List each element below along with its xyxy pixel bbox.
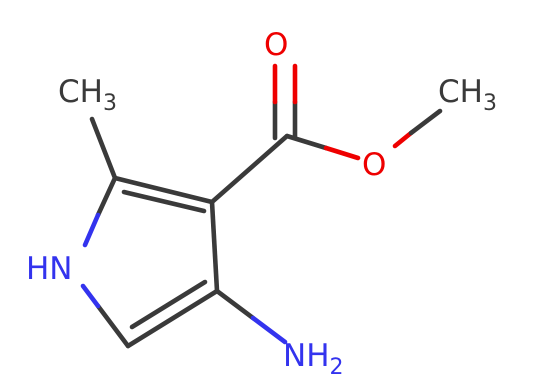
bond-c-oester-o [323,145,361,161]
bond-oester-methyl-o [392,130,414,149]
methyl-right-main: CH [438,74,483,110]
bond-c-oester [284,133,329,151]
bond-c4-amino [214,288,256,321]
bond-c3-c4 [209,199,220,294]
bond-c5-n1-n [80,283,101,309]
methyl-left-sub: 3 [103,91,117,116]
methyl-right-sub: 3 [483,91,497,116]
bond-c4-amino-n [250,315,288,345]
ester-oxygen-label: O [362,147,386,183]
bonds [80,63,443,349]
methyl-left-main: CH [58,74,103,110]
bond-c4-c5-inner [129,279,208,330]
amino-label: NH2 [283,338,344,380]
bond-c5-n1 [95,303,131,349]
bond-c4-c5 [125,288,220,349]
bond-n1-c2 [95,175,118,218]
ring-nitrogen-label: HN [26,251,73,287]
methyl-left-label: CH3 [58,74,117,116]
bond-n1-c2-n [82,212,101,248]
amino-sub: 2 [330,355,344,380]
atom-labels: CH3 O O CH3 HN NH2 [26,27,497,380]
carbonyl-oxygen-label: O [264,27,288,63]
bond-c2-c3-inner [121,189,207,214]
methyl-right-label: CH3 [438,74,497,116]
bond-c2-c3 [112,175,215,205]
bond-oester-methyl [408,108,443,136]
bond-c2-methyl [89,116,118,181]
amino-main: NH [283,338,330,374]
bond-c3-carbonyl-c [209,133,290,205]
